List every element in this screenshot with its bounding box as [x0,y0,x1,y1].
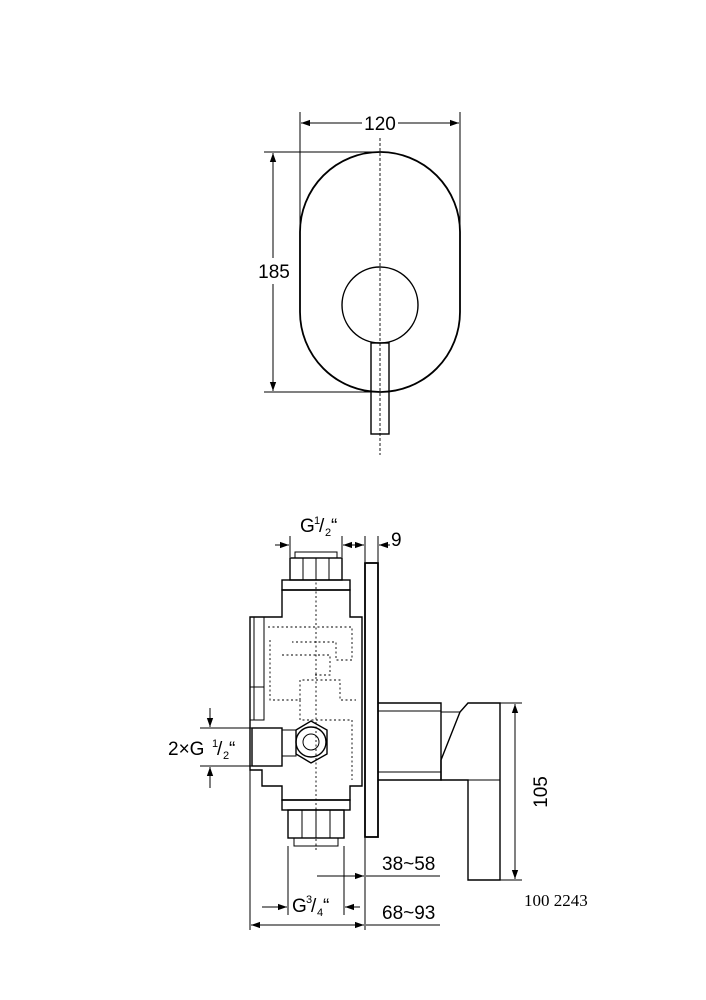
plate-thickness-label: 9 [391,530,402,551]
outlet-thread-label: G 3 / 4 “ [292,894,329,919]
svg-text:/: / [311,896,317,917]
product-code: 100 2243 [524,891,588,910]
svg-text:2: 2 [223,750,229,762]
hidden-internal-lines [268,560,356,850]
side-inlet-label: 2×G 1 / 2 “ [168,738,235,762]
svg-text:/: / [319,516,325,537]
svg-text:“: “ [331,516,337,537]
svg-text:1: 1 [314,515,320,527]
depth-2-label: 68~93 [382,903,435,924]
svg-text:2×G: 2×G [168,739,204,760]
wall-plate [364,562,379,838]
depth-1-label: 38~58 [382,854,435,875]
side-inlet-fitting [251,720,328,767]
valve-body [249,589,363,801]
svg-text:3: 3 [306,894,312,906]
svg-text:“: “ [229,739,235,760]
cover-plate-outline [299,151,461,393]
height-label: 185 [258,262,290,283]
svg-text:1: 1 [212,738,218,750]
front-view: 120 185 [252,111,461,455]
top-thread-label: G 1 / 2 “ [300,515,337,539]
handle-height-label: 105 [531,776,552,808]
svg-text:/: / [217,739,223,760]
width-label: 120 [364,114,396,135]
svg-text:4: 4 [317,907,323,919]
svg-text:G: G [292,896,307,917]
svg-text:2: 2 [325,527,331,539]
svg-text:“: “ [323,896,329,917]
svg-text:G: G [300,516,315,537]
side-view: G 1 / 2 “ 9 2×G 1 / 2 “ 105 [168,515,552,930]
